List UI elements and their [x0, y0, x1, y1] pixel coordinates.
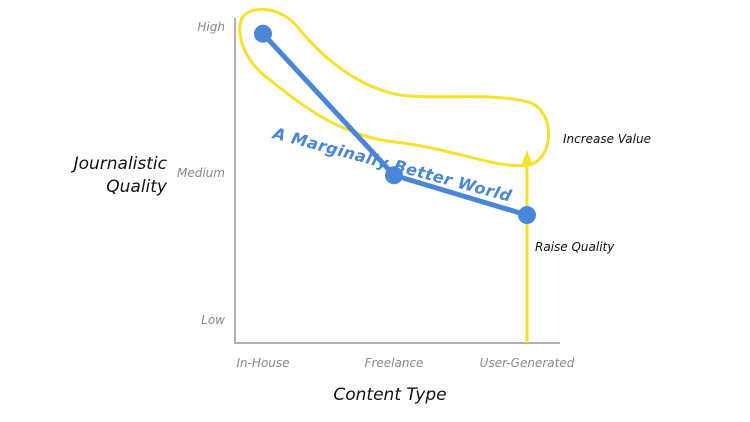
increase-value-label: Increase Value — [563, 132, 651, 146]
y-tick-low: Low — [201, 313, 225, 327]
raise-quality-arrow-head — [521, 150, 533, 166]
y-tick-medium: Medium — [177, 166, 225, 180]
callout-label: A Marginally Better World — [269, 123, 514, 206]
y-axis-title-line2: Quality — [106, 177, 168, 197]
data-point-freelance — [385, 166, 403, 185]
series-group — [254, 24, 536, 225]
data-point-in-house — [254, 24, 272, 43]
raise-quality-label: Raise Quality — [535, 240, 615, 254]
y-axis-title-line1: Journalistic — [71, 154, 168, 174]
x-tick-freelance: Freelance — [365, 356, 424, 370]
x-tick-in-house: In-House — [236, 356, 289, 370]
y-tick-high: High — [197, 20, 225, 34]
x-axis-title: Content Type — [333, 385, 446, 405]
highlight-outline — [238, 7, 550, 168]
x-tick-user-generated: User-Generated — [480, 356, 575, 370]
data-point-user-generated — [518, 206, 536, 225]
